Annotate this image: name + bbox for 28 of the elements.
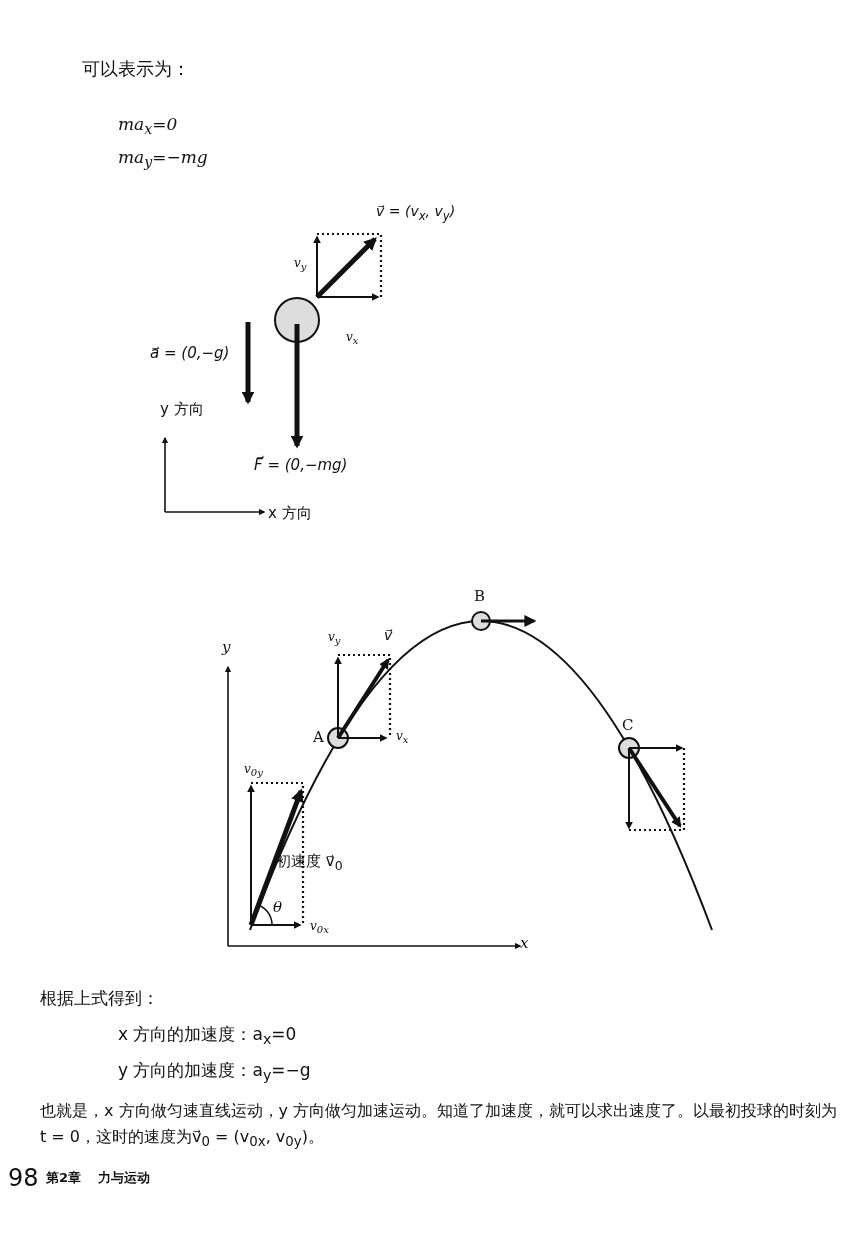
chapter-label: 第2章 (46, 1170, 82, 1186)
point-label: C (622, 716, 634, 734)
paragraph: 也就是，x 方向做匀速直线运动，y 方向做匀加速运动。知道了加速度，就可以求出速度了。以最初投球的时刻为 t = 0，这时的速度为v⃗$_{0}$ = (v$_{0x}$, v$_{0y}$)。 (40, 1100, 839, 1152)
component-label: v$_{y}$ (294, 256, 307, 274)
component-label: v$_{y}$ (328, 630, 341, 648)
component-label: v$_{x}$ (396, 729, 409, 747)
component-label: v$_{0y}$ (244, 762, 263, 780)
vector-label: a⃗ = (0,−g) (150, 344, 230, 362)
component-label: v$_{x}$ (346, 330, 359, 348)
chapter-title: 力与运动 (98, 1170, 150, 1186)
equation: y 方向的加速度：a$_{y}$=−g (118, 1060, 311, 1085)
axis-label: y 方向 (160, 400, 204, 418)
heading-text: 根据上式得到： (40, 988, 159, 1009)
vector-label: F⃗ = (0,−mg) (254, 456, 348, 474)
axis-label: x (520, 934, 529, 952)
equation: ma$_{x}$=0 (118, 114, 178, 139)
angle-label: θ (273, 898, 283, 916)
equation: ma$_{y}$=−mg (118, 147, 208, 172)
heading-text: 可以表示为： (82, 58, 190, 80)
point-label: A (313, 728, 324, 746)
component-label: v$_{0x}$ (310, 919, 329, 937)
equation: x 方向的加速度：a$_{x}$=0 (118, 1024, 297, 1049)
axis-label: y (222, 638, 231, 656)
axis-label: x 方向 (268, 504, 312, 522)
vector-label: v⃗ (384, 627, 393, 644)
point-label: B (474, 587, 486, 605)
vector-label: v⃗ = (v$_{x}$, v$_{y}$) (376, 203, 456, 223)
page-number: 98 (8, 1164, 39, 1193)
